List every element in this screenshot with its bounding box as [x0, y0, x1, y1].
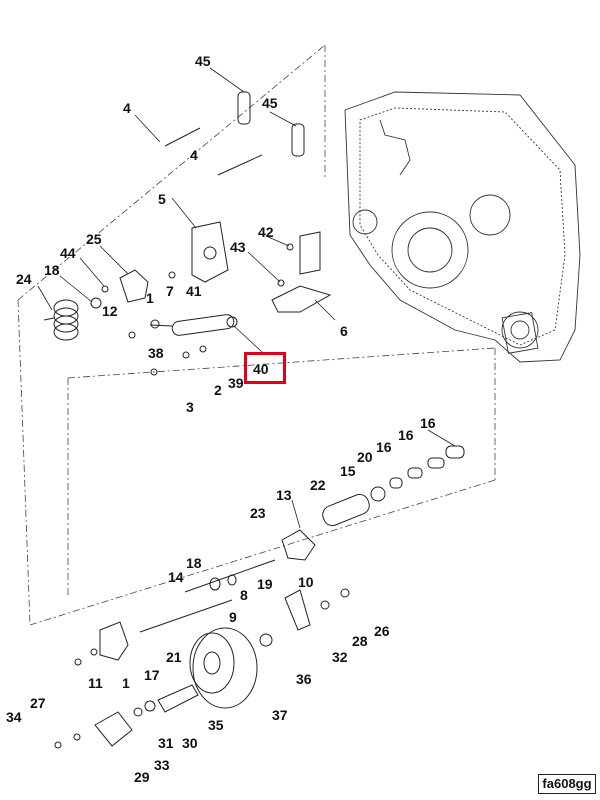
callout-40: 40 — [253, 361, 269, 377]
callout-22: 22 — [310, 477, 326, 493]
callout-44: 44 — [60, 245, 76, 261]
callout-10: 10 — [298, 574, 314, 590]
callout-45a: 45 — [195, 53, 211, 69]
callout-labels: 45 45 4 4 5 42 43 25 44 18 24 1 7 41 12 … — [6, 53, 436, 785]
callout-16b: 16 — [398, 427, 414, 443]
highlight-box-40[interactable] — [244, 352, 286, 384]
callout-26: 26 — [374, 623, 390, 639]
callout-24: 24 — [16, 271, 32, 287]
callout-23: 23 — [250, 505, 266, 521]
callout-39: 39 — [228, 375, 244, 391]
callout-16c: 16 — [376, 439, 392, 455]
callout-2: 2 — [214, 382, 222, 398]
callout-14: 14 — [168, 569, 184, 585]
transmission-housing — [344, 91, 581, 363]
callout-29: 29 — [134, 769, 150, 785]
leader-lines — [37, 67, 456, 529]
callout-34: 34 — [6, 709, 22, 725]
callout-37: 37 — [272, 707, 288, 723]
callout-38: 38 — [148, 345, 164, 361]
callout-28: 28 — [352, 633, 368, 649]
reference-code: fa608gg — [538, 774, 596, 794]
callout-13: 13 — [276, 487, 292, 503]
callout-41: 41 — [186, 283, 202, 299]
callout-36: 36 — [296, 671, 312, 687]
upper-parts — [43, 91, 332, 376]
callout-12: 12 — [102, 303, 118, 319]
callout-7: 7 — [166, 283, 174, 299]
callout-5: 5 — [158, 191, 166, 207]
lower-parts — [54, 445, 465, 749]
callout-15: 15 — [340, 463, 356, 479]
callout-32: 32 — [332, 649, 348, 665]
callout-45b: 45 — [262, 95, 278, 111]
callout-42: 42 — [258, 224, 274, 240]
callout-11: 11 — [88, 675, 103, 691]
callout-25: 25 — [86, 231, 102, 247]
callout-4b: 4 — [190, 147, 198, 163]
callout-20: 20 — [357, 449, 373, 465]
callout-27: 27 — [30, 695, 46, 711]
callout-21: 21 — [166, 649, 182, 665]
callout-33: 33 — [154, 757, 170, 773]
callout-31: 31 — [158, 735, 174, 751]
callout-6: 6 — [340, 323, 348, 339]
callout-3: 3 — [186, 399, 194, 415]
callout-8: 8 — [240, 587, 248, 603]
callout-30: 30 — [182, 735, 198, 751]
callout-9: 9 — [229, 609, 237, 625]
callout-19: 19 — [257, 576, 273, 592]
callout-18a: 18 — [44, 262, 60, 278]
callout-35: 35 — [208, 717, 224, 733]
frame-lines — [17, 44, 496, 626]
callout-18b: 18 — [186, 555, 202, 571]
callout-1b: 1 — [122, 675, 130, 691]
callout-4a: 4 — [123, 100, 131, 116]
callout-1a: 1 — [146, 290, 154, 306]
callout-16a: 16 — [420, 415, 436, 431]
callout-43: 43 — [230, 239, 246, 255]
callout-17: 17 — [144, 667, 160, 683]
